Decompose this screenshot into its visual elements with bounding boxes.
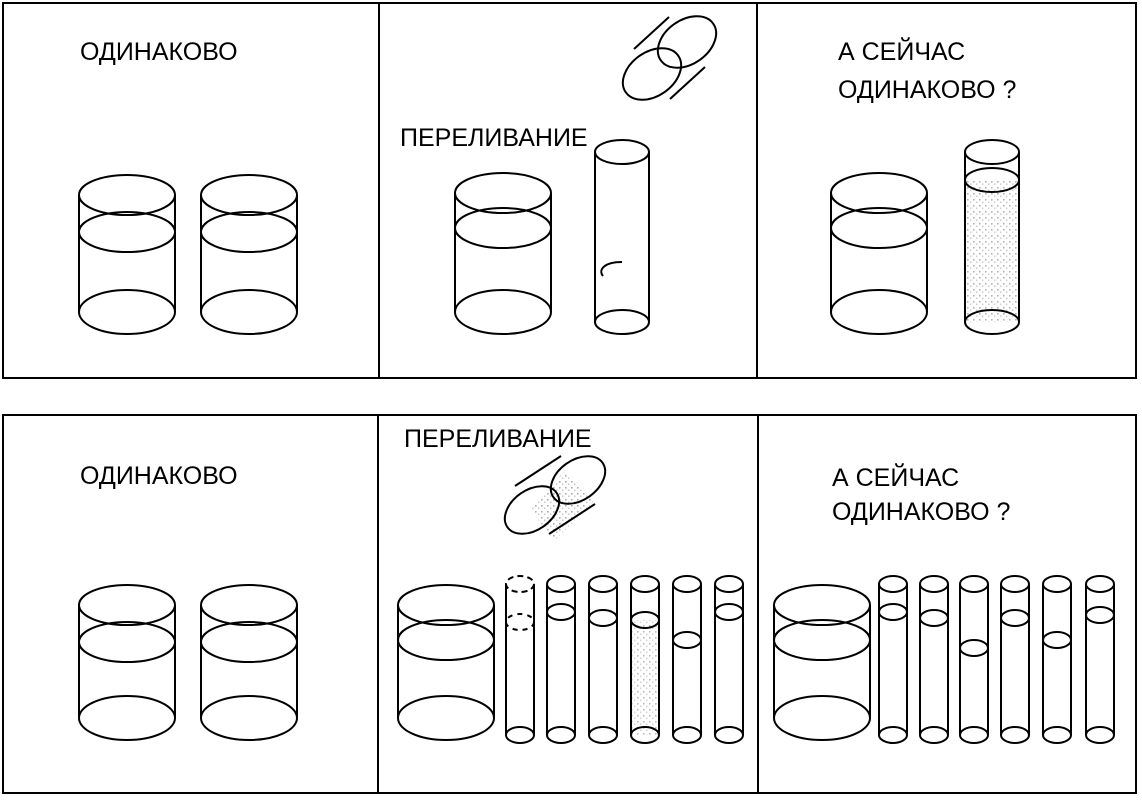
row-2-panel-2-caption: ПЕРЕЛИВАНИЕ [404, 425, 592, 453]
glass-right [200, 584, 298, 741]
glass-tall-narrow-filled [964, 139, 1020, 335]
glass-right [200, 174, 298, 335]
row-2-panel-1-caption: ОДИНАКОВО [80, 462, 238, 490]
row-2-panel-3: А СЕЙЧАС ОДИНАКОВО ? [773, 462, 1115, 744]
row-1-panel-1-caption: ОДИНАКОВО [80, 38, 238, 66]
row-2-panel-2: ПЕРЕЛИВАНИЕ [397, 425, 744, 744]
thin-tube-1 [505, 575, 535, 744]
thin-tube-5 [1042, 575, 1072, 744]
row-2-frame [2, 414, 1137, 794]
tilted-pouring-cylinder [621, 15, 718, 101]
thin-tube-5 [672, 575, 702, 744]
row-2: ОДИНАКОВО ПЕРЕЛИВАНИЕ [2, 414, 1137, 794]
thin-tube-2 [919, 575, 949, 744]
thin-tube-4 [630, 575, 660, 744]
glass-wide [397, 584, 495, 741]
glass-left [78, 174, 176, 335]
thin-tube-3 [588, 575, 618, 744]
glass-left [78, 584, 176, 741]
row-2-panel-3-caption-line-1: А СЕЙЧАС [832, 462, 959, 492]
tilted-pouring-cylinder-filled [503, 455, 607, 540]
row-1: ОДИНАКОВО ПЕРЕЛИВАНИЕ [2, 2, 1137, 379]
glass-wide [454, 172, 552, 335]
thin-tube-4 [1000, 575, 1030, 744]
row-1-panel-2: ПЕРЕЛИВАНИЕ [400, 15, 718, 335]
row-2-panel-1: ОДИНАКОВО [78, 462, 298, 741]
thin-tube-3 [959, 575, 989, 744]
row-1-panel-3-caption-line-1: А СЕЙЧАС [838, 36, 965, 66]
thin-tube-1 [878, 575, 908, 744]
glass-tall-narrow [594, 139, 650, 335]
row-2-panel-3-caption-line-2: ОДИНАКОВО ? [832, 498, 1010, 526]
row-1-frame [2, 2, 1137, 379]
glass-wide [773, 584, 871, 741]
row-1-panel-1: ОДИНАКОВО [78, 38, 298, 335]
thin-tube-6 [714, 575, 744, 744]
row-1-panel-3-caption-line-2: ОДИНАКОВО ? [838, 76, 1016, 104]
row-1-panel-2-caption: ПЕРЕЛИВАНИЕ [400, 124, 588, 152]
glass-wide [830, 172, 928, 335]
thin-tube-2 [546, 575, 576, 744]
thin-tube-6 [1085, 575, 1115, 744]
row-1-panel-3: А СЕЙЧАС ОДИНАКОВО ? [830, 36, 1020, 335]
